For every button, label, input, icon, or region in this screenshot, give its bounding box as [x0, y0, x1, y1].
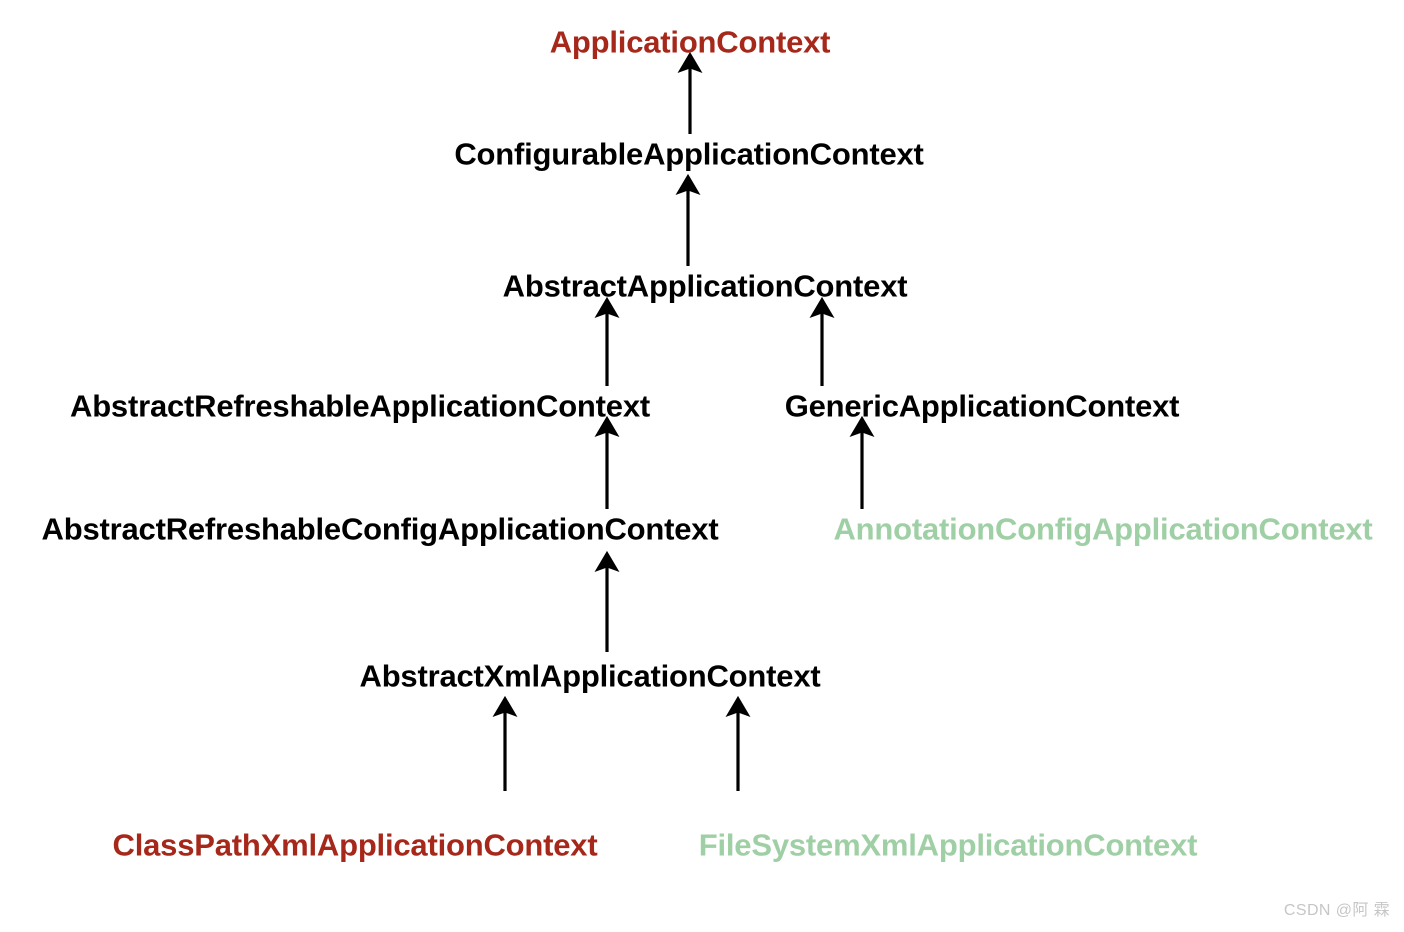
node-configurable-application-context[interactable]: ConfigurableApplicationContext: [454, 136, 924, 172]
node-application-context[interactable]: ApplicationContext: [549, 24, 831, 60]
node-annotation-config-application-context[interactable]: AnnotationConfigApplicationContext: [833, 511, 1373, 547]
node-generic-application-context[interactable]: GenericApplicationContext: [784, 388, 1180, 424]
node-filesystem-xml-application-context[interactable]: FileSystemXmlApplicationContext: [698, 827, 1198, 863]
node-label: ConfigurableApplicationContext: [454, 136, 924, 172]
node-label: AbstractApplicationContext: [502, 268, 908, 304]
node-abstract-refreshable-config-application-context[interactable]: AbstractRefreshableConfigApplicationCont…: [41, 511, 719, 547]
node-label: AbstractRefreshableApplicationContext: [70, 388, 650, 424]
node-label: FileSystemXmlApplicationContext: [698, 827, 1198, 863]
node-abstract-xml-application-context[interactable]: AbstractXmlApplicationContext: [359, 658, 821, 694]
node-label: GenericApplicationContext: [784, 388, 1180, 424]
node-label: ClassPathXmlApplicationContext: [112, 827, 598, 863]
node-label: AbstractXmlApplicationContext: [359, 658, 821, 694]
node-abstract-refreshable-application-context[interactable]: AbstractRefreshableApplicationContext: [70, 388, 650, 424]
node-label: ApplicationContext: [549, 24, 831, 60]
node-abstract-application-context[interactable]: AbstractApplicationContext: [502, 268, 908, 304]
csdn-watermark: CSDN @阿 霖: [1283, 902, 1390, 919]
node-classpath-xml-application-context[interactable]: ClassPathXmlApplicationContext: [112, 827, 598, 863]
node-label: AbstractRefreshableConfigApplicationCont…: [41, 511, 719, 547]
node-label: AnnotationConfigApplicationContext: [833, 511, 1373, 547]
